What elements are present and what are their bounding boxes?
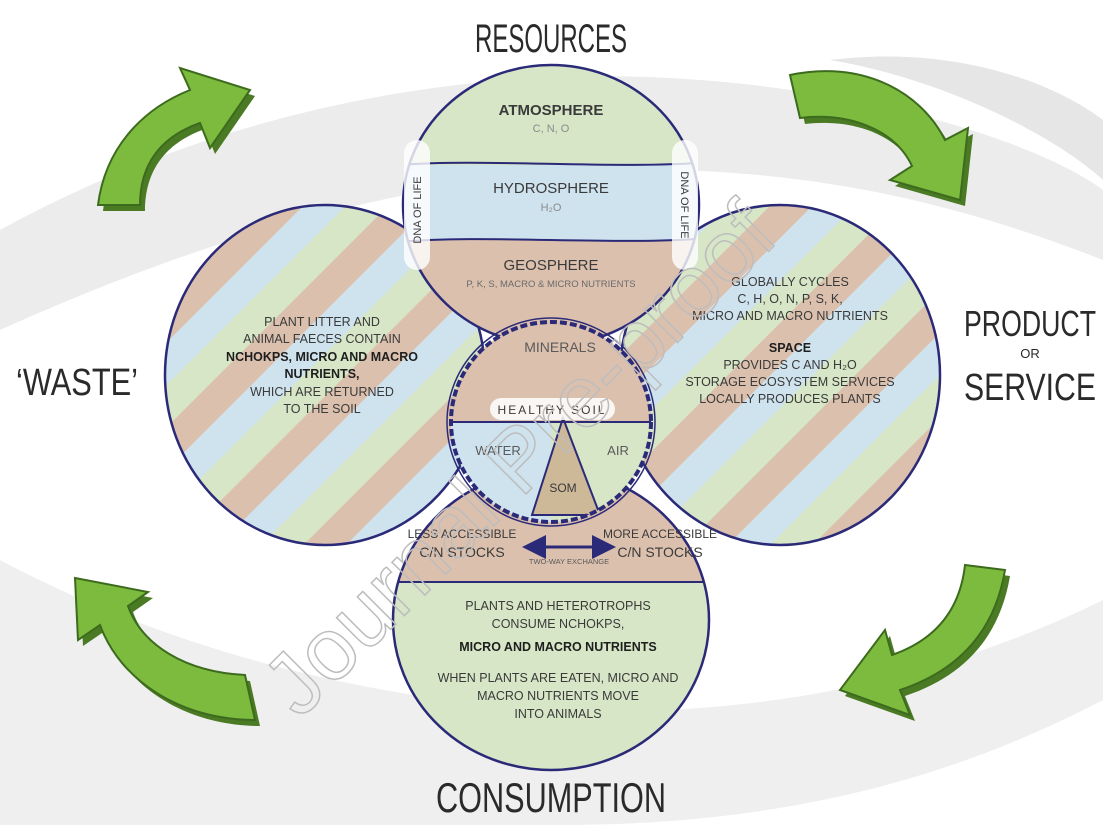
left-petal-line: which are returned bbox=[250, 385, 394, 399]
hydrosphere-formula: H₂O bbox=[541, 202, 562, 214]
space-label: Space bbox=[769, 341, 811, 355]
right-petal-line: C, H, O, N, P, S, K, bbox=[737, 292, 842, 306]
two-way-exchange-label: Two-way exchange bbox=[529, 557, 609, 566]
background-swoosh bbox=[0, 56, 1103, 825]
air-label: Air bbox=[607, 443, 629, 458]
right-petal-line: storage ecosystem services bbox=[685, 375, 894, 389]
cn-stocks-left-label: C/N stocks bbox=[419, 544, 504, 560]
heading-consumption: Consumption bbox=[436, 774, 666, 821]
arrow-bottom-right-icon bbox=[838, 563, 1010, 721]
left-petal-line: animal faeces contain bbox=[243, 332, 401, 346]
arrow-top-right-icon bbox=[788, 70, 973, 206]
left-petal-line: to the soil bbox=[283, 402, 360, 416]
bottom-petal-line: Plants and heterotrophs bbox=[465, 599, 650, 613]
arrow-top-left-icon bbox=[96, 66, 255, 211]
dna-left-label: DNA of life bbox=[412, 176, 424, 243]
left-petal-line: NCHOKPS, micro and macro bbox=[226, 350, 418, 364]
right-petal-line: provides C and H₂O bbox=[723, 358, 857, 372]
right-petal-text: Globally cycles C, H, O, N, P, S, K, mic… bbox=[685, 275, 894, 406]
water-label: Water bbox=[475, 443, 521, 458]
som-label: SOM bbox=[549, 481, 576, 495]
heading-or: or bbox=[1020, 346, 1040, 361]
heading-service: Service bbox=[964, 367, 1096, 409]
bottom-petal-line: micro and macro nutrients bbox=[459, 640, 656, 654]
more-accessible-label: More accessible bbox=[603, 527, 717, 541]
dna-right-band bbox=[672, 140, 698, 270]
cn-stocks-right-label: C/N stocks bbox=[617, 544, 702, 560]
left-petal-text: Plant litter and animal faeces contain N… bbox=[226, 315, 418, 416]
hydrosphere-label: Hydrosphere bbox=[493, 180, 609, 197]
heading-resources: Resources bbox=[475, 17, 627, 61]
left-petal-line: Plant litter and bbox=[264, 315, 380, 329]
right-petal-line: locally produces plants bbox=[699, 392, 881, 406]
bottom-petal-line: macro nutrients move bbox=[477, 689, 639, 703]
geosphere-nutrients: P, K, S, macro & micro nutrients bbox=[466, 279, 635, 290]
geosphere-label: Geosphere bbox=[503, 257, 598, 274]
atmosphere-label: Atmosphere bbox=[499, 102, 604, 119]
bottom-petal-text: Plants and heterotrophs consume NCHOKPS,… bbox=[438, 599, 679, 721]
heading-product: Product bbox=[964, 303, 1096, 344]
bottom-petal-line: When plants are eaten, micro and bbox=[438, 671, 679, 685]
right-petal-line: Globally cycles bbox=[731, 275, 849, 289]
arrow-bottom-left-icon bbox=[73, 576, 260, 726]
som-triangle bbox=[530, 414, 602, 516]
minerals-label: Minerals bbox=[524, 339, 596, 355]
healthy-soil-label: Healthy soil bbox=[498, 403, 607, 417]
heading-waste: ‘Waste’ bbox=[16, 362, 138, 404]
bottom-petal-line: consume NCHOKPS, bbox=[492, 617, 625, 631]
atmosphere-elements: C, N, O bbox=[533, 123, 570, 135]
healthy-soil-badge bbox=[490, 398, 615, 420]
bottom-petal-line: into animals bbox=[514, 707, 601, 721]
right-petal-line: micro and macro nutrients bbox=[692, 309, 888, 323]
less-accessible-label: Less accessible bbox=[408, 527, 517, 541]
dna-left-band bbox=[404, 140, 430, 270]
left-petal-line: nutrients, bbox=[285, 367, 360, 381]
dna-right-label: DNA of life bbox=[678, 171, 690, 238]
